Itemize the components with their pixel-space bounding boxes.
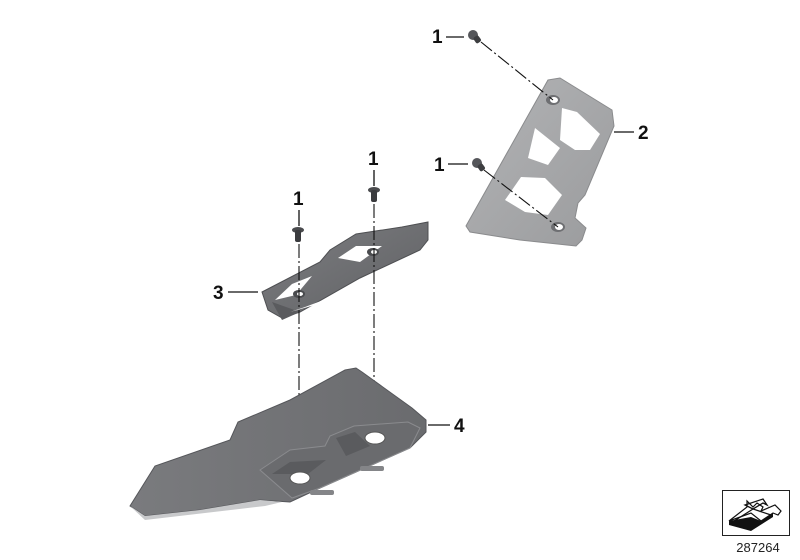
screw-1d — [292, 227, 304, 242]
callout-1c: 1 — [368, 149, 379, 186]
callout-1d: 1 — [293, 189, 304, 226]
assembly-axis — [480, 41, 554, 101]
svg-text:1: 1 — [293, 189, 304, 210]
screw-1a — [468, 30, 481, 44]
callout-1b: 1 — [434, 155, 468, 176]
diagram-navigation-button[interactable] — [722, 490, 790, 536]
svg-text:1: 1 — [434, 155, 445, 176]
callout-4: 4 — [428, 416, 465, 437]
svg-text:1: 1 — [432, 27, 443, 48]
part-2-side-guard — [465, 77, 615, 247]
callout-2: 2 — [614, 123, 649, 144]
svg-text:2: 2 — [638, 123, 649, 144]
callout-1a: 1 — [432, 27, 464, 48]
svg-text:3: 3 — [213, 283, 224, 304]
callout-3: 3 — [213, 283, 258, 304]
part-4-footrest-plate — [129, 367, 427, 520]
svg-text:4: 4 — [454, 416, 465, 437]
screw-1c — [368, 187, 380, 202]
screw-1b — [472, 158, 485, 172]
arrow-nav-icon — [728, 498, 782, 531]
part-3-bracket-cover — [261, 221, 429, 320]
reference-number: 287264 — [736, 540, 780, 555]
assembly-axis — [483, 169, 559, 228]
svg-text:1: 1 — [368, 149, 379, 170]
